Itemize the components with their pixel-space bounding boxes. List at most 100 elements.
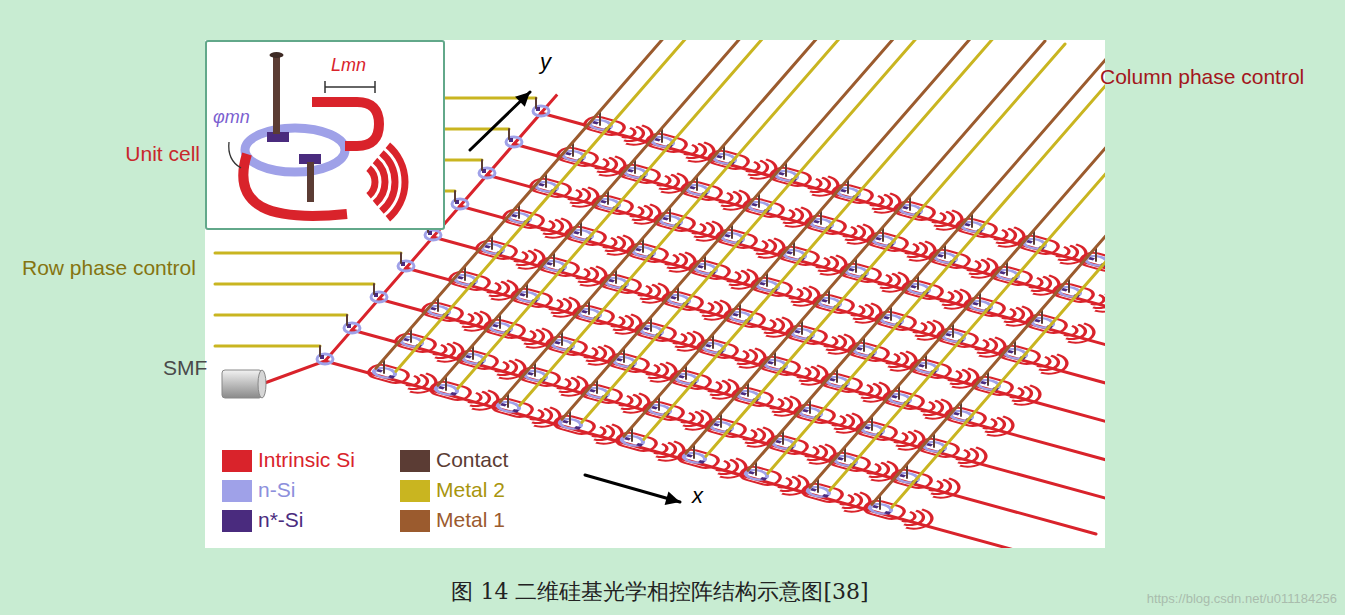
n-plus-si xyxy=(767,361,774,365)
grating-arc xyxy=(640,285,664,302)
metal1-column xyxy=(748,58,1105,470)
grating-arc xyxy=(975,340,991,351)
n-plus-si xyxy=(608,279,615,283)
ring-waveguide xyxy=(427,380,474,402)
grating-arc xyxy=(656,443,680,460)
grating-arc xyxy=(737,350,761,367)
n-plus-si xyxy=(848,268,855,272)
dimension-tick xyxy=(324,81,326,93)
legend-text: n-Si xyxy=(258,478,295,501)
grating-arc xyxy=(586,347,610,364)
n-plus-si xyxy=(794,330,801,334)
grating-arc xyxy=(843,227,859,238)
grating-arc xyxy=(808,179,824,190)
grating-arc xyxy=(906,509,938,532)
n-plus-si xyxy=(678,375,685,379)
grating-arc xyxy=(948,371,964,382)
legend-swatch xyxy=(400,510,430,532)
n-plus-si xyxy=(884,511,891,515)
grating-arc xyxy=(369,168,375,196)
grating-arc xyxy=(592,427,608,438)
grating-arc xyxy=(541,221,557,232)
metal1-column xyxy=(810,75,1105,487)
grating-arc xyxy=(624,127,648,144)
n-plus-si xyxy=(600,200,607,204)
n-plus-si xyxy=(813,220,820,224)
grating-arc xyxy=(692,224,708,235)
grating-arc xyxy=(764,319,788,336)
grating-arc xyxy=(681,413,697,424)
n-plus-si xyxy=(616,358,623,362)
grating-arc xyxy=(406,376,422,387)
grating-arc xyxy=(1039,356,1063,373)
contact xyxy=(346,315,348,325)
n-plus-si xyxy=(492,324,499,328)
grating-arc xyxy=(718,460,742,477)
grating-arc xyxy=(388,145,405,219)
grating-arc xyxy=(869,463,893,480)
grating-arc xyxy=(878,275,894,286)
grating-arc xyxy=(905,244,921,255)
n-plus-si xyxy=(1007,350,1014,354)
grating-arc xyxy=(818,257,842,274)
grating-arc xyxy=(657,176,673,187)
grating-arc xyxy=(622,128,638,139)
n-plus-si xyxy=(891,395,898,399)
n-plus-si xyxy=(484,245,491,249)
grating-arc xyxy=(805,447,821,458)
grating-arc xyxy=(549,300,565,311)
grating-arc xyxy=(743,430,759,441)
grating-arc xyxy=(977,339,1001,356)
n-plus-si xyxy=(705,344,712,348)
grating-arc xyxy=(435,344,459,361)
n-plus-si xyxy=(760,477,767,481)
grating-arc xyxy=(584,348,600,359)
grating-arc xyxy=(516,251,540,268)
grating-arc xyxy=(1058,246,1082,263)
part-name: Column phase control xyxy=(1100,65,1304,88)
n-plus-si xyxy=(751,203,758,207)
grating-arc xyxy=(530,410,546,421)
grating-arc xyxy=(816,258,832,269)
n-plus-si xyxy=(589,389,596,393)
ring-waveguide xyxy=(489,397,536,419)
grating-arc xyxy=(853,305,877,322)
grating-arc xyxy=(594,426,618,443)
grating-arc xyxy=(985,418,1009,435)
n-plus-si xyxy=(698,460,705,464)
bus-waveguide xyxy=(243,154,347,216)
grating-arc xyxy=(789,289,805,300)
grating-arc xyxy=(497,361,521,378)
contact xyxy=(454,191,456,201)
grating-arc xyxy=(665,255,681,266)
ring-waveguide xyxy=(861,499,908,521)
grating-arc xyxy=(748,161,772,178)
n-plus-si xyxy=(519,293,526,297)
grating-arc xyxy=(659,175,683,192)
grating-arc xyxy=(799,367,823,384)
n-plus-si xyxy=(732,313,739,317)
grating-arc xyxy=(638,286,654,297)
grating-arc xyxy=(568,190,584,201)
part-name: Row phase control xyxy=(22,256,196,279)
n-plus-si xyxy=(775,440,782,444)
grating-arc xyxy=(896,432,920,449)
grating-arc xyxy=(921,402,937,413)
grating-arc xyxy=(770,399,786,410)
grating-arc xyxy=(834,415,858,432)
grating-arc xyxy=(807,446,831,463)
figure-caption: 图 14 二维硅基光学相控阵结构示意图[38] xyxy=(451,580,868,604)
n-si-ring xyxy=(245,128,345,172)
n-plus-si xyxy=(512,409,519,413)
grating-arc xyxy=(1014,385,1046,408)
contact xyxy=(400,253,402,263)
n-plus-si xyxy=(388,375,395,379)
grating-arc xyxy=(576,269,592,280)
legend-text: Metal 2 xyxy=(436,478,505,501)
grating-arc xyxy=(673,334,689,345)
grating-arc xyxy=(778,478,794,489)
legend-text: Contact xyxy=(436,448,508,471)
n-plus-si xyxy=(902,206,909,210)
grating-arc xyxy=(468,393,484,404)
